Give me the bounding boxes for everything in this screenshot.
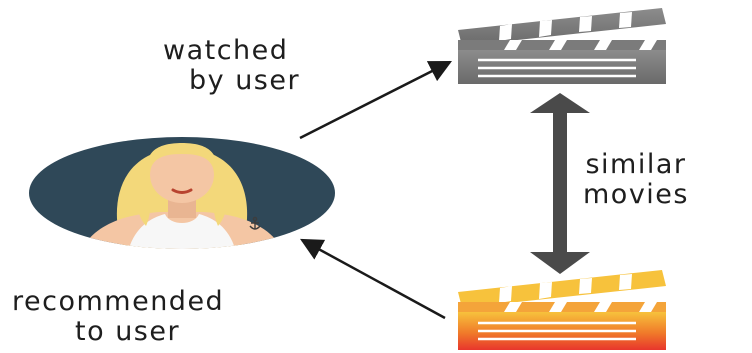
watched-label-line2: by user: [189, 65, 301, 96]
similar-label-line1: similar: [585, 149, 687, 180]
recommended-movie-clapperboard-icon: [458, 270, 666, 350]
anchor-tattoo-icon: [249, 216, 261, 230]
similar-label-line2: movies: [583, 179, 689, 210]
similarity-double-arrow: [530, 93, 590, 274]
watched-by-user-label: watched by user: [163, 36, 300, 96]
recommended-to-user-label: recommended to user: [12, 287, 224, 347]
watched-arrow: [299, 60, 453, 140]
recommended-label-line1: recommended: [12, 286, 225, 317]
similar-movies-label: similar movies: [583, 150, 689, 210]
recommended-arrow: [300, 238, 446, 320]
recommended-label-line2: to user: [75, 316, 181, 347]
watched-movie-clapperboard-icon: [458, 8, 666, 84]
user-avatar-icon: [29, 137, 335, 249]
watched-label-line1: watched: [163, 35, 289, 66]
